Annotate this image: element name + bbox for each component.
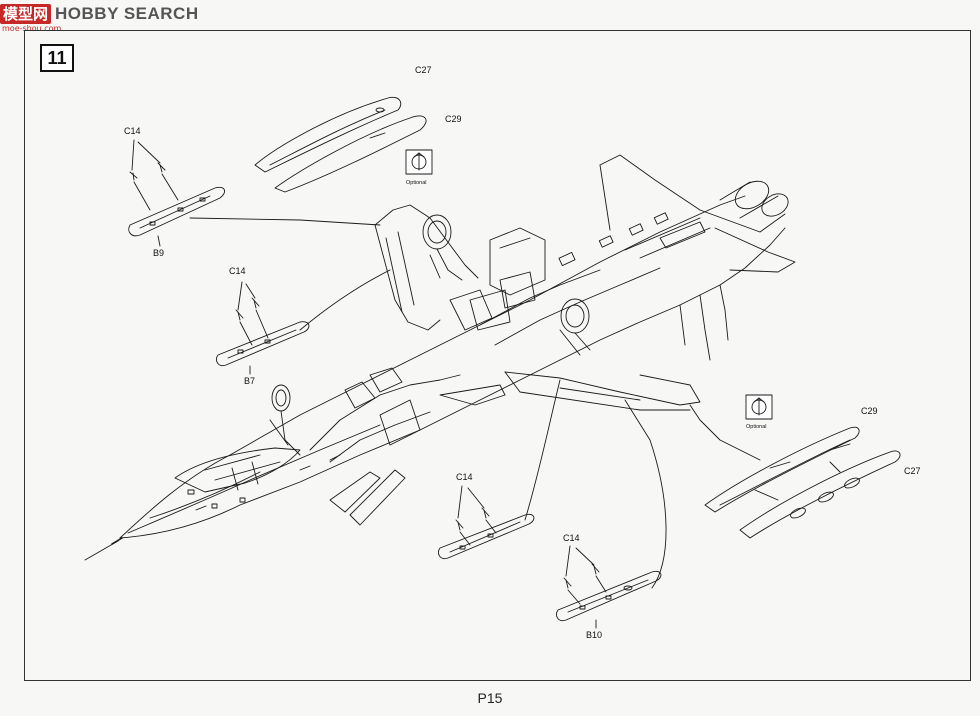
page-number: P15	[477, 690, 503, 706]
aircraft-wings	[374, 154, 796, 411]
watermark-logo: 模型网	[0, 4, 52, 24]
optional-icon-top	[405, 149, 433, 175]
label-c27-right: C27	[904, 466, 921, 476]
pylon-mid	[437, 379, 561, 560]
landing-gear	[269, 214, 591, 526]
pylon-b9	[128, 139, 381, 247]
label-optional-right: Optional	[746, 424, 767, 430]
pylon-b10	[555, 399, 667, 629]
fuel-tank-right	[689, 404, 901, 539]
pylon-b7	[215, 269, 391, 375]
watermark-brand: HOBBY SEARCH	[55, 4, 199, 23]
optional-icon-right	[745, 394, 773, 420]
label-b10: B10	[586, 630, 602, 640]
label-c14-b7: C14	[229, 266, 246, 276]
aircraft-fuselage	[84, 180, 789, 561]
label-c27-top: C27	[415, 65, 432, 75]
label-c14-b10: C14	[563, 533, 580, 543]
label-c29-right: C29	[861, 406, 878, 416]
label-b9: B9	[153, 248, 164, 258]
page-frame	[24, 30, 971, 681]
label-c14-mid: C14	[456, 472, 473, 482]
step-number-box: 11	[40, 44, 74, 72]
watermark-url: moe-shou.com	[2, 24, 62, 33]
label-b7: B7	[244, 376, 255, 386]
hobby-search-watermark: 模型网 HOBBY SEARCH	[0, 2, 199, 26]
fuel-tank-top	[254, 96, 427, 193]
label-c29-top: C29	[445, 114, 462, 124]
label-c14-b9: C14	[124, 126, 141, 136]
label-optional-top: Optional	[406, 180, 427, 186]
